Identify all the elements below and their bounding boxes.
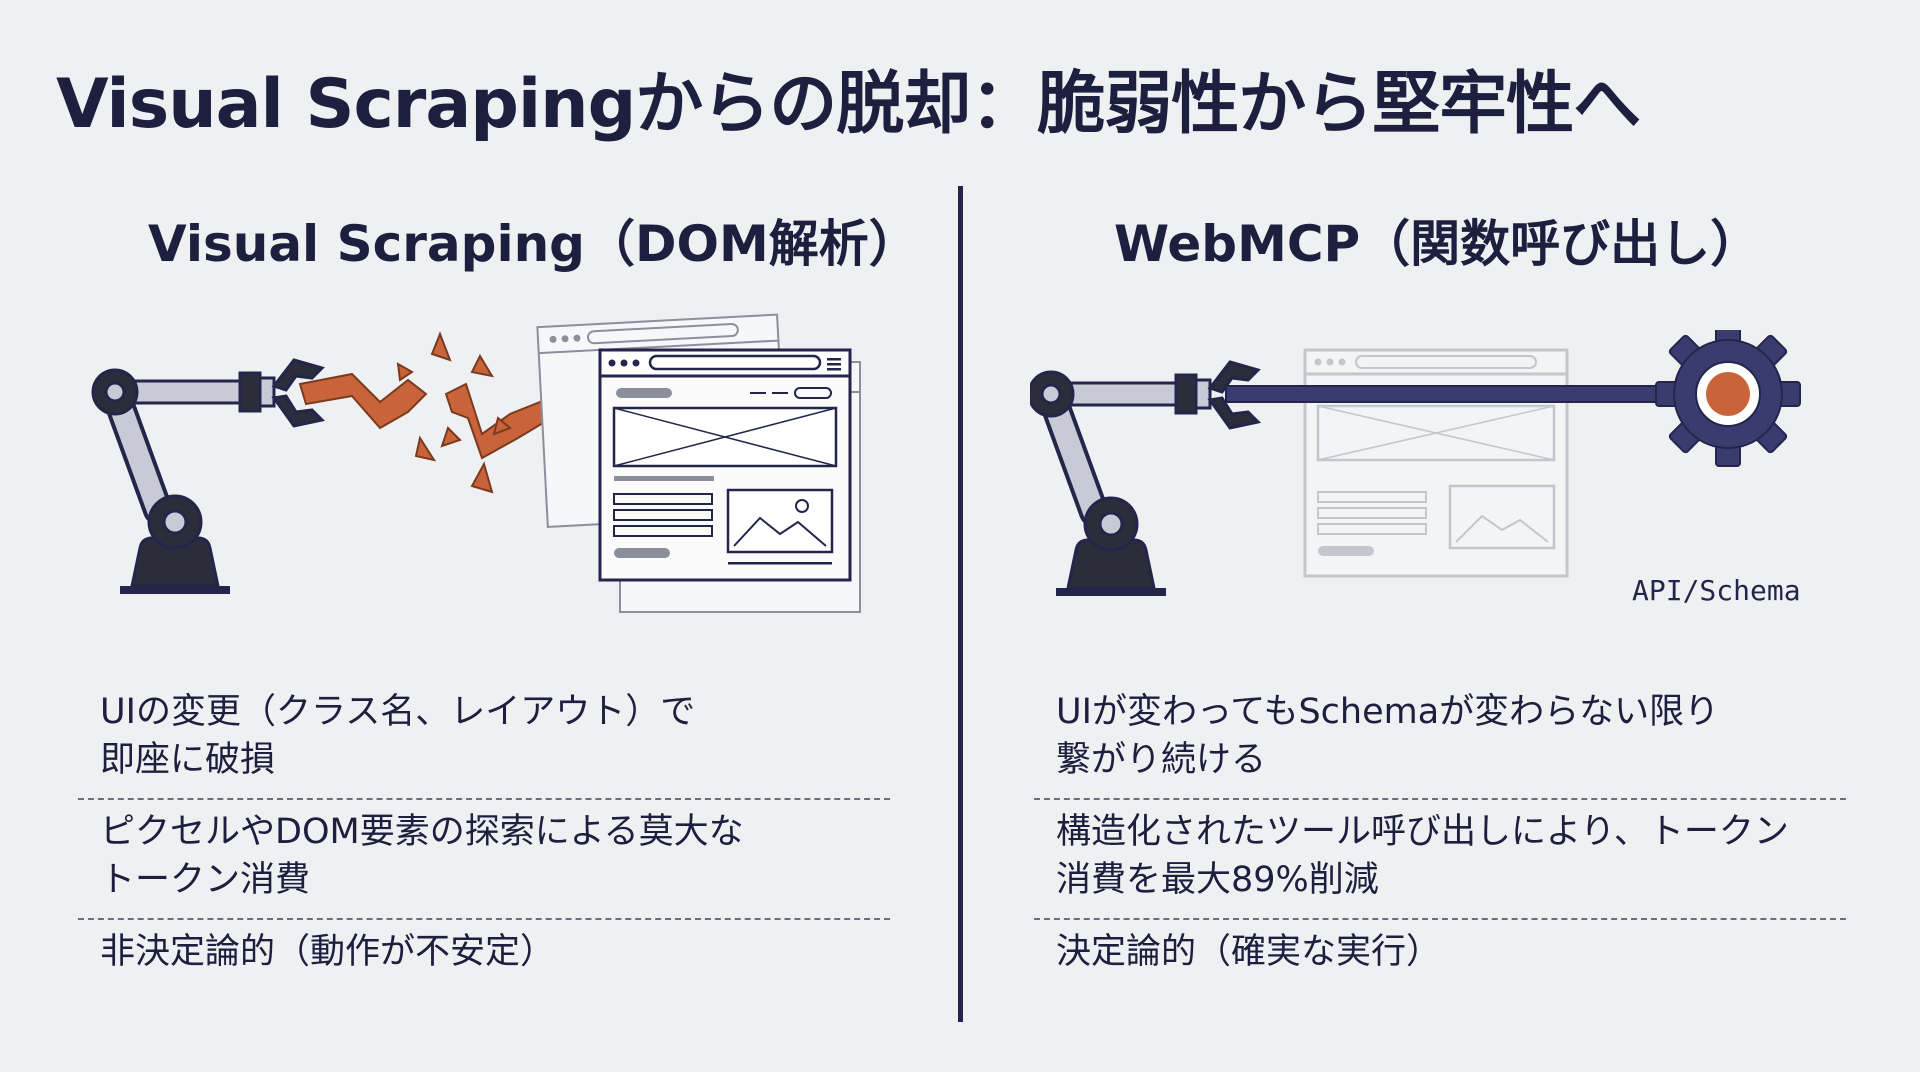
webmcp-benefits-list: UIが変わってもSchemaが変わらない限り 繋がり続ける 構造化されたツール呼… [1034,680,1846,990]
visual-scraping-illustration [91,313,861,613]
column-divider [958,186,963,1022]
list-item-line: 繋がり続ける [1056,740,1267,780]
api-schema-label: API/Schema [1632,574,1801,607]
list-item-line: 構造化されたツール呼び出しにより、トークン [1056,812,1789,852]
left-robot-arm-icon [91,358,326,594]
list-item: 構造化されたツール呼び出しにより、トークン 消費を最大89%削減 [1034,800,1846,920]
list-item-line: ピクセルやDOM要素の探索による莫大な [100,812,744,852]
faded-browser-window-icon [1303,348,1569,578]
left-column-heading: Visual Scraping（DOM解析） [148,215,919,273]
list-item-line: UIが変わってもSchemaが変わらない限り [1056,692,1720,732]
browser-window-stack-icon [536,313,861,613]
right-column-heading: WebMCP（関数呼び出し） [1114,215,1761,273]
broken-lightning-icon [298,331,570,494]
list-item-line: UIの変更（クラス名、レイアウト）で [100,692,696,732]
list-item-line: トークン消費 [100,860,311,900]
list-item-line: 非決定論的（動作が不安定） [100,932,556,972]
right-robot-arm-icon [1030,360,1262,596]
list-item: 決定論的（確実な実行） [1034,920,1846,990]
list-item: 非決定論的（動作が不安定） [78,920,890,990]
list-item: ピクセルやDOM要素の探索による莫大な トークン消費 [78,800,890,920]
list-item: UIが変わってもSchemaが変わらない限り 繋がり続ける [1034,680,1846,800]
list-item-line: 即座に破損 [100,740,276,780]
list-item-line: 決定論的（確実な実行） [1056,932,1442,972]
webmcp-illustration [1030,330,1801,596]
visual-scraping-drawbacks-list: UIの変更（クラス名、レイアウト）で 即座に破損 ピクセルやDOM要素の探索によ… [78,680,890,990]
list-item-line: 消費を最大89%削減 [1056,860,1379,900]
connection-rod [1225,385,1717,403]
gear-icon [1655,330,1801,467]
page-title: Visual Scrapingからの脱却：脆弱性から堅牢性へ [56,65,1641,144]
list-item: UIの変更（クラス名、レイアウト）で 即座に破損 [78,680,890,800]
